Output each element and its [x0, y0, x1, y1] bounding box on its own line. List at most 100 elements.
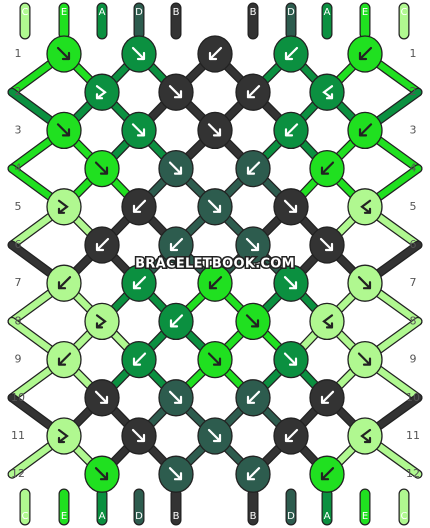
knot-arrow-icon [283, 276, 298, 290]
knot-arrow-icon [360, 199, 372, 214]
knot-arrow-icon [207, 199, 222, 213]
knot-arrow-icon [245, 237, 260, 252]
knot [46, 264, 82, 302]
knot-shape [84, 302, 120, 341]
knot [121, 188, 157, 226]
knot-arrow-icon [319, 237, 334, 252]
knot-arrow-icon [94, 467, 109, 481]
knot-arrow-icon [168, 390, 183, 404]
strand-label: C [401, 7, 408, 18]
strand-label: E [61, 511, 67, 522]
knot-arrow-icon [207, 352, 222, 366]
knot [347, 35, 383, 73]
row-number: 9 [410, 353, 417, 366]
knot [46, 111, 82, 150]
row-number: 11 [406, 429, 420, 442]
knot [235, 455, 271, 493]
knot-arrow-icon [246, 390, 261, 404]
knot [84, 302, 120, 341]
strand-label: E [362, 7, 368, 18]
knot-arrow-icon [168, 161, 183, 175]
knot-arrow-icon [207, 123, 222, 137]
knot-arrow-icon [360, 428, 372, 444]
knot [197, 264, 233, 302]
knot-arrow-icon [320, 467, 335, 481]
knot [235, 302, 271, 341]
knot [158, 226, 194, 264]
knot [309, 73, 345, 111]
knot-arrow-icon [322, 85, 334, 100]
knot-arrow-icon [57, 276, 72, 290]
knot [347, 111, 383, 150]
knot-arrow-icon [283, 199, 298, 213]
knot-shape [347, 188, 383, 226]
knot-arrow-icon [283, 352, 298, 366]
knot-shape [46, 417, 82, 455]
knot-arrow-icon [94, 161, 109, 175]
strand-label: D [287, 7, 295, 18]
knot-arrow-icon [131, 123, 146, 137]
knot [46, 340, 82, 379]
strand-label: A [324, 511, 331, 522]
knot-arrow-icon [246, 161, 261, 175]
knot [309, 455, 345, 493]
row-number: 11 [11, 429, 25, 442]
knot-arrow-icon [168, 467, 183, 481]
knot-arrow-icon [94, 390, 109, 404]
knot [84, 149, 120, 188]
knot [158, 379, 194, 417]
knot [235, 379, 271, 417]
knot-arrow-icon [246, 85, 261, 99]
row-number: 5 [410, 200, 417, 213]
knot-shape [46, 188, 82, 226]
row-number: 5 [15, 200, 22, 213]
knot [158, 73, 194, 111]
knot-arrow-icon [246, 467, 261, 481]
knot [197, 111, 233, 150]
knot-arrow-icon [131, 428, 146, 443]
knot [84, 379, 120, 417]
row-number: 6 [410, 238, 417, 251]
knot [347, 417, 383, 455]
knot [121, 340, 157, 379]
knot [84, 73, 120, 111]
knot [121, 264, 157, 302]
knot [46, 188, 82, 226]
knot [309, 226, 345, 264]
row-number: 10 [406, 391, 420, 404]
knot-arrow-icon [358, 123, 373, 137]
knot-arrow-icon [57, 352, 72, 366]
strand-label: B [250, 7, 257, 18]
knot-arrow-icon [132, 199, 147, 213]
strand-label: A [99, 7, 106, 18]
strand-label: D [135, 511, 143, 522]
knot-arrow-icon [357, 276, 372, 290]
knot [273, 340, 309, 379]
row-number: 7 [410, 276, 417, 289]
knot [273, 35, 309, 73]
row-number: 2 [15, 85, 22, 98]
knot [235, 149, 271, 188]
knot-arrow-icon [357, 352, 372, 366]
knot-arrow-icon [320, 161, 335, 175]
knot-arrow-icon [245, 314, 260, 328]
strand-label: D [135, 7, 143, 18]
knot-layer [46, 35, 383, 493]
knot-arrow-icon [57, 199, 69, 214]
strand-label: B [173, 511, 180, 522]
row-number: 9 [15, 353, 22, 366]
knot [273, 264, 309, 302]
knot-shape [347, 417, 383, 455]
row-number: 8 [15, 314, 22, 327]
strand-label: C [22, 511, 29, 522]
knot-arrow-icon [322, 314, 334, 329]
strand-label: C [22, 7, 29, 18]
knot-arrow-icon [95, 85, 107, 100]
knot [197, 340, 233, 379]
knot-arrow-icon [132, 276, 147, 290]
knot [46, 417, 82, 455]
knot-arrow-icon [358, 46, 373, 61]
row-number: 1 [410, 47, 417, 60]
row-number: 4 [410, 162, 417, 175]
